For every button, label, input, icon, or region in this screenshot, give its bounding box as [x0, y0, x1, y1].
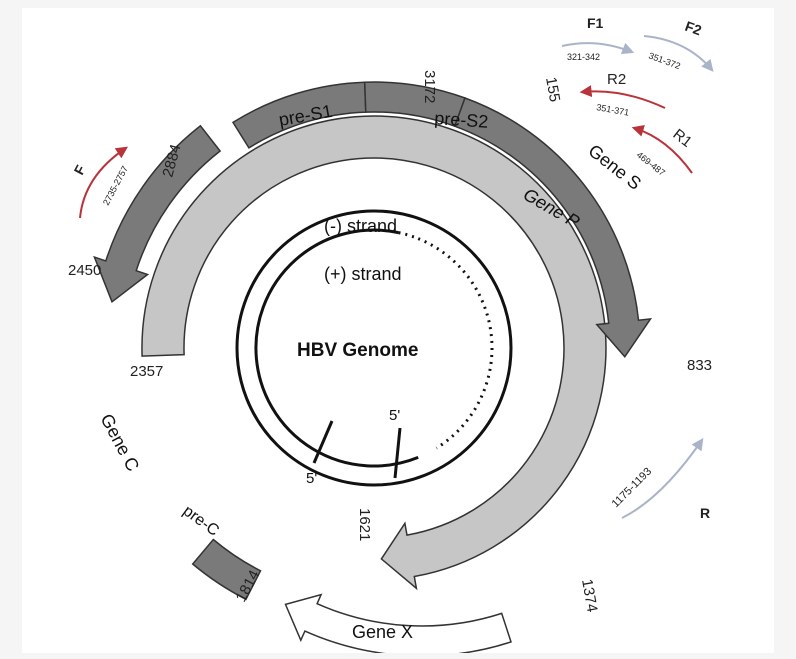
primer-r2-label: R2: [607, 71, 626, 88]
primer-f2-arrow: [643, 35, 714, 72]
pre-s2-label: pre-S2: [434, 108, 489, 132]
plus-strand-label: (+) strand: [324, 264, 402, 284]
hbv-genome-diagram: pre-S1 pre-S2 Gene S Gene P Gene C pre-C…: [68, 15, 714, 653]
primer-r1-label: R1: [670, 126, 696, 151]
five-prime-label-a: 5': [306, 470, 317, 487]
five-prime-tick-a: [312, 420, 334, 464]
primer-r1-arrow: [631, 125, 693, 174]
plus-strand-solid: [254, 228, 419, 468]
pre-c-band: [191, 538, 262, 601]
position-155: 155: [542, 76, 563, 104]
primer-r2-range: 351-371: [596, 102, 630, 118]
primer-f-arrow: [79, 146, 128, 219]
pre-c-label: pre-C: [180, 502, 222, 539]
primer-f2-range: 351-372: [647, 50, 681, 71]
figure-panel: pre-S1 pre-S2 Gene S Gene P Gene C pre-C…: [22, 8, 774, 653]
gene-p-band: [141, 115, 607, 591]
primer-f-label: F: [71, 162, 89, 177]
position-1621: 1621: [356, 508, 373, 541]
primer-f1-label: F1: [587, 15, 604, 31]
primer-r-arrow: [621, 438, 704, 519]
five-prime-label-b: 5': [389, 407, 400, 424]
position-833: 833: [687, 357, 712, 374]
five-prime-tick-b: [393, 427, 402, 479]
primer-r-label: R: [700, 505, 710, 521]
primer-f1-arrow: [561, 42, 635, 55]
position-1374: 1374: [578, 578, 601, 614]
primer-f2-label: F2: [683, 18, 704, 39]
plus-strand-dotted: [398, 231, 494, 450]
gene-c-band: [93, 124, 222, 304]
primer-r2-arrow: [579, 85, 666, 109]
primer-f1-range: 321-342: [567, 52, 600, 62]
position-2357: 2357: [130, 363, 163, 380]
gene-c-label: Gene C: [96, 410, 143, 474]
gene-s-label: Gene S: [585, 140, 645, 193]
primer-f-range: 2735-2757: [101, 164, 130, 207]
gene-x-label: Gene X: [352, 622, 413, 642]
position-2450: 2450: [68, 262, 101, 279]
primer-r-range: 1175-1193: [610, 466, 655, 511]
position-3172: 3172: [421, 70, 438, 103]
gene-s-band: [453, 97, 653, 359]
gene-x-band: [284, 593, 512, 653]
minus-strand-circle: [235, 209, 513, 487]
hbv-genome-title: HBV Genome: [297, 340, 418, 361]
minus-strand-label: (-) strand: [324, 216, 397, 236]
